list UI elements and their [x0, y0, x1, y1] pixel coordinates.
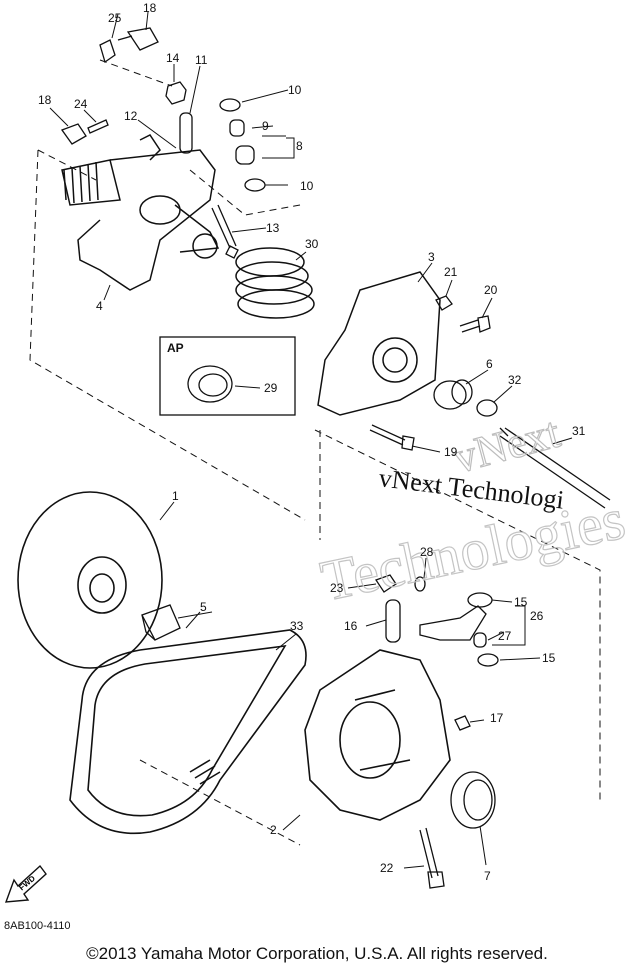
part-bolt-13: [211, 204, 239, 259]
callout-20: 20: [484, 283, 498, 297]
callout-27: 27: [498, 629, 512, 643]
callout-18-top: 18: [143, 1, 157, 15]
callout-5: 5: [200, 600, 207, 614]
part-sheave-2: [304, 649, 451, 821]
part-roller-27: [473, 632, 487, 648]
part-cover-3: [317, 271, 441, 416]
callout-24: 24: [74, 97, 88, 111]
watermark-outline-1: vNext: [448, 408, 565, 483]
copyright-notice: ©2013 Yamaha Motor Corporation, U.S.A. A…: [86, 944, 548, 963]
part-nut-23: [374, 574, 397, 593]
ap-box: [159, 336, 296, 416]
callout-12: 12: [124, 109, 138, 123]
callout-7: 7: [484, 869, 491, 883]
part-bolt-20: [459, 315, 491, 333]
callout-10-bottom: 10: [300, 179, 314, 193]
callout-31: 31: [572, 424, 586, 438]
part-bushing-6: [433, 379, 473, 410]
watermark: vNext Technologies vNext Technologi: [315, 407, 631, 614]
part-pin-11: [179, 112, 193, 154]
callout-28: 28: [420, 545, 434, 559]
part-washer-32: [476, 399, 498, 417]
callout-33: 33: [290, 619, 304, 633]
callout-32: 32: [508, 373, 522, 387]
parts-diagram: vNext Technologies vNext Technologi 25 1…: [4, 1, 631, 903]
callout-25: 25: [108, 11, 122, 25]
callout-26: 26: [530, 609, 544, 623]
callout-11: 11: [195, 53, 208, 67]
part-collars-8-9-10: [219, 98, 266, 192]
callout-6: 6: [486, 357, 493, 371]
part-shaft-31: [499, 427, 611, 509]
part-bolt-22: [419, 827, 445, 889]
fwd-arrow-icon: [4, 864, 47, 903]
part-arm-26: [419, 605, 487, 641]
leader-lines: [49, 11, 573, 869]
callout-15-bottom: 15: [542, 651, 556, 665]
part-spider-4: [61, 134, 220, 291]
part-spring-30: [235, 247, 315, 319]
part-sheave-1: [17, 491, 163, 669]
callout-14: 14: [166, 51, 180, 65]
assembly-boundary: [29, 59, 601, 846]
callout-18-left: 18: [38, 93, 52, 107]
callout-3: 3: [428, 250, 435, 264]
callout-19: 19: [444, 445, 458, 459]
callout-16: 16: [344, 619, 358, 633]
callout-10-top: 10: [288, 83, 302, 97]
callout-9: 9: [262, 119, 269, 133]
part-pin-28: [414, 576, 426, 592]
callout-2: 2: [270, 823, 277, 837]
part-clip-25: [99, 27, 159, 64]
diagram-code: 8AB100-4110: [4, 920, 71, 932]
part-washer-15b: [477, 653, 499, 667]
callout-8: 8: [296, 139, 303, 153]
fwd-label: FWD: [17, 874, 37, 893]
part-pin-16: [385, 599, 401, 643]
part-screw-17: [454, 715, 471, 731]
callout-4: 4: [96, 299, 103, 313]
callout-23: 23: [330, 581, 344, 595]
part-bushing-5: [141, 604, 181, 641]
part-nut-21: [435, 295, 453, 311]
callout-15-top: 15: [514, 595, 528, 609]
part-belt-33: [69, 629, 307, 835]
callouts: 25 18 14 11 10 9 8 10 18 24 12 13 30 4 3…: [17, 1, 585, 892]
part-bolt-19: [369, 424, 415, 451]
callout-17: 17: [490, 711, 504, 725]
callout-1: 1: [172, 489, 179, 503]
part-washer-15a: [467, 592, 493, 608]
callout-13: 13: [266, 221, 280, 235]
part-pin-24: [87, 119, 109, 134]
callout-29: 29: [264, 381, 278, 395]
ap-label: AP: [167, 341, 184, 355]
callout-21: 21: [444, 265, 458, 279]
part-block-18: [60, 123, 87, 145]
part-nut-14: [165, 81, 187, 105]
part-ring-7: [450, 771, 496, 829]
callout-22: 22: [380, 861, 394, 875]
callout-30: 30: [305, 237, 319, 251]
